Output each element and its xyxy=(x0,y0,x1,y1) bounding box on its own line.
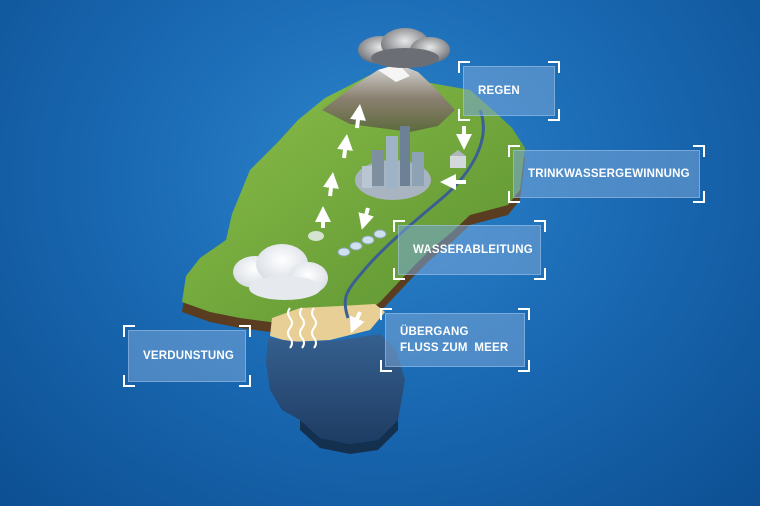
evaporation-cloud xyxy=(233,231,328,300)
label-uebergang: ÜBERGANG FLUSS ZUM MEER xyxy=(380,308,530,372)
waterworks-building xyxy=(450,150,466,168)
sea-area xyxy=(266,334,405,454)
label-uebergang-line1: ÜBERGANG xyxy=(400,326,469,338)
label-wasserableitung: WASSERABLEITUNG xyxy=(393,220,546,280)
flow-arrows xyxy=(315,104,472,334)
label-verdunstung-text: VERDUNSTUNG xyxy=(143,350,235,362)
treatment-tanks xyxy=(337,229,387,257)
label-trinkwassergewinnung: TRINKWASSERGEWINNUNG xyxy=(508,145,705,203)
rain-cloud xyxy=(358,28,450,68)
label-verdunstung: VERDUNSTUNG xyxy=(123,325,251,387)
label-regen: REGEN xyxy=(458,61,560,121)
label-regen-text: REGEN xyxy=(478,85,520,97)
city xyxy=(355,126,431,200)
evaporation-steam-lines xyxy=(287,307,317,349)
label-wasserableitung-text: WASSERABLEITUNG xyxy=(413,244,533,256)
label-trinkwasser-text: TRINKWASSERGEWINNUNG xyxy=(528,168,690,180)
label-uebergang-line2: FLUSS ZUM MEER xyxy=(400,342,509,354)
